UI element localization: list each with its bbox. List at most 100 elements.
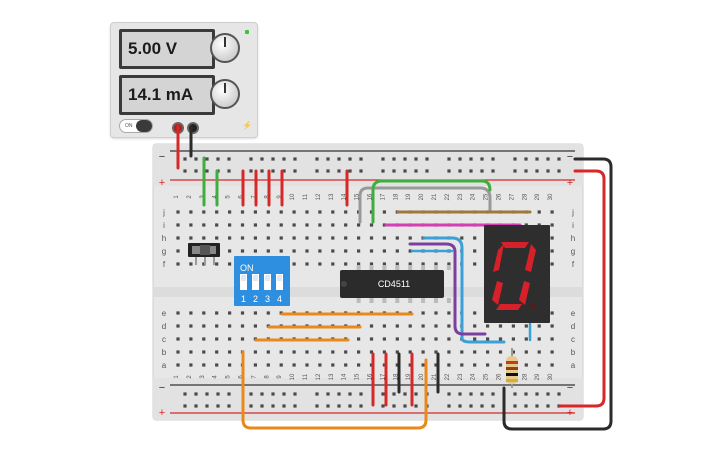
breadboard-hole[interactable] [369, 249, 374, 253]
rail-hole[interactable] [524, 392, 528, 396]
breadboard-hole[interactable] [176, 249, 180, 253]
breadboard-hole[interactable] [473, 324, 477, 328]
breadboard-hole[interactable] [176, 363, 180, 367]
breadboard-hole[interactable] [318, 249, 322, 253]
breadboard-hole[interactable] [189, 363, 193, 367]
breadboard-hole[interactable] [369, 350, 374, 354]
rail-hole[interactable] [403, 392, 407, 396]
breadboard-hole[interactable] [382, 210, 386, 214]
rail-hole[interactable] [480, 169, 484, 173]
breadboard-hole[interactable] [447, 363, 451, 367]
rail-hole[interactable] [524, 404, 528, 408]
breadboard-hole[interactable] [253, 210, 257, 214]
breadboard-hole[interactable] [176, 311, 180, 315]
breadboard-hole[interactable] [498, 324, 503, 328]
breadboard-hole[interactable] [344, 210, 348, 214]
breadboard-hole[interactable] [473, 249, 477, 253]
rail-hole[interactable] [216, 404, 220, 408]
breadboard-hole[interactable] [537, 337, 541, 341]
breadboard-hole[interactable] [189, 262, 193, 266]
rail-hole[interactable] [403, 404, 407, 408]
breadboard-hole[interactable] [382, 249, 386, 253]
orange-loop-wire[interactable] [241, 350, 428, 430]
breadboard-hole[interactable] [305, 249, 309, 253]
breadboard-hole[interactable] [382, 337, 386, 341]
breadboard-hole[interactable] [176, 236, 180, 240]
rail-hole[interactable] [458, 392, 462, 396]
rail-hole[interactable] [326, 404, 330, 408]
breadboard-hole[interactable] [215, 324, 219, 328]
rail-hole[interactable] [216, 392, 220, 396]
breadboard-hole[interactable] [266, 223, 270, 227]
breadboard-hole[interactable] [305, 210, 309, 214]
breadboard-hole[interactable] [228, 350, 232, 354]
breadboard-hole[interactable] [292, 249, 296, 253]
dip-switch-lever[interactable] [252, 274, 259, 290]
breadboard-hole[interactable] [215, 337, 219, 341]
rail-hole[interactable] [403, 169, 407, 173]
breadboard-hole[interactable] [253, 324, 257, 328]
breadboard-hole[interactable] [253, 311, 257, 315]
rail-hole[interactable] [227, 157, 231, 161]
breadboard-hole[interactable] [550, 350, 554, 354]
breadboard-hole[interactable] [395, 363, 399, 367]
breadboard-hole[interactable] [318, 262, 322, 266]
breadboard-hole[interactable] [357, 249, 361, 253]
breadboard-hole[interactable] [408, 236, 412, 240]
breadboard-hole[interactable] [215, 210, 219, 214]
breadboard-hole[interactable] [305, 262, 309, 266]
breadboard-hole[interactable] [202, 324, 206, 328]
breadboard-hole[interactable] [550, 262, 554, 266]
breadboard-hole[interactable] [369, 262, 374, 266]
breadboard-hole[interactable] [202, 210, 206, 214]
breadboard-hole[interactable] [486, 337, 490, 341]
rail-hole[interactable] [293, 169, 297, 173]
breadboard-hole[interactable] [357, 236, 361, 240]
rail-hole[interactable] [205, 157, 209, 161]
rail-hole[interactable] [326, 157, 330, 161]
breadboard-hole[interactable] [266, 249, 270, 253]
rail-hole[interactable] [392, 392, 396, 396]
rail-hole[interactable] [414, 169, 418, 173]
rail-hole[interactable] [315, 169, 319, 173]
dip-switch[interactable] [234, 256, 290, 306]
breadboard-hole[interactable] [408, 324, 412, 328]
breadboard-hole[interactable] [511, 324, 515, 328]
breadboard-hole[interactable] [240, 210, 245, 214]
rail-hole[interactable] [260, 169, 264, 173]
breadboard-hole[interactable] [344, 262, 348, 266]
breadboard-hole[interactable] [228, 236, 232, 240]
breadboard-hole[interactable] [357, 223, 361, 227]
breadboard-hole[interactable] [202, 311, 206, 315]
breadboard-hole[interactable] [215, 311, 219, 315]
breadboard-hole[interactable] [357, 262, 361, 266]
breadboard-hole[interactable] [292, 236, 296, 240]
rail-hole[interactable] [447, 404, 451, 408]
breadboard-hole[interactable] [176, 210, 180, 214]
rail-hole[interactable] [348, 157, 352, 161]
rail-hole[interactable] [249, 392, 253, 396]
rail-hole[interactable] [194, 404, 198, 408]
rail-hole[interactable] [403, 157, 407, 161]
breadboard-hole[interactable] [460, 236, 464, 240]
breadboard-hole[interactable] [202, 337, 206, 341]
breadboard-hole[interactable] [344, 249, 348, 253]
breadboard-hole[interactable] [176, 262, 180, 266]
slide-switch-knob[interactable] [200, 245, 210, 255]
breadboard-hole[interactable] [318, 350, 322, 354]
breadboard-hole[interactable] [266, 236, 270, 240]
rail-hole[interactable] [260, 392, 264, 396]
breadboard-hole[interactable] [511, 337, 515, 341]
breadboard-hole[interactable] [421, 262, 425, 266]
rail-hole[interactable] [491, 169, 495, 173]
purple-wire[interactable] [408, 242, 487, 336]
breadboard-hole[interactable] [408, 363, 412, 367]
breadboard-hole[interactable] [486, 350, 490, 354]
breadboard-hole[interactable] [228, 337, 232, 341]
rail-hole[interactable] [381, 157, 385, 161]
breadboard-hole[interactable] [344, 363, 348, 367]
rail-hole[interactable] [513, 157, 517, 161]
breadboard-hole[interactable] [228, 363, 232, 367]
breadboard-hole[interactable] [550, 249, 554, 253]
rail-hole[interactable] [535, 169, 539, 173]
